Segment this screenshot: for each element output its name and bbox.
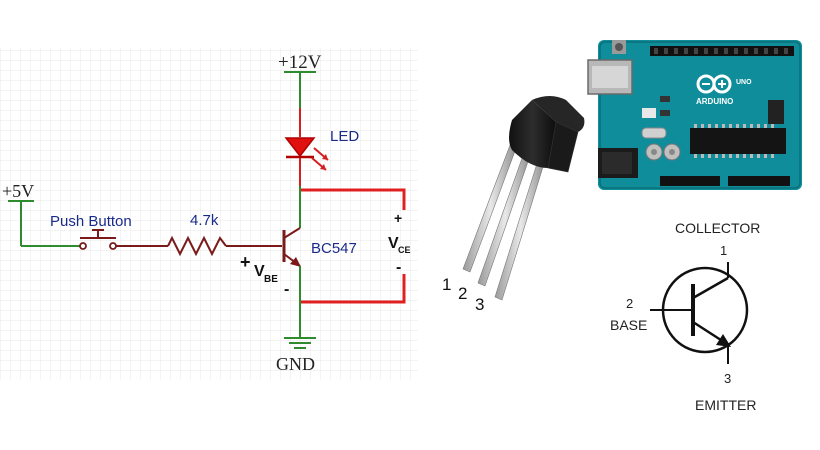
analog-header — [728, 176, 790, 186]
led-label: LED — [330, 128, 359, 145]
transistor-label: BC547 — [311, 240, 357, 257]
vbe-minus: - — [284, 281, 289, 298]
vbe-v: V — [254, 263, 265, 280]
emitter-arrow — [716, 334, 731, 347]
vce-plus: + — [394, 210, 402, 226]
pin-1-label: 1 — [442, 275, 451, 294]
vce-measure-top — [301, 188, 406, 210]
to92-package-image: 1 2 3 — [442, 96, 585, 314]
npn-pinout-symbol: COLLECTOR 1 2 BASE 3 EMITTER — [610, 220, 760, 413]
vce-minus: - — [396, 259, 401, 276]
emitter-pin-number: 3 — [724, 371, 731, 386]
emitter-label: EMITTER — [695, 397, 756, 413]
pin-3-label: 3 — [475, 295, 484, 314]
digital-header — [650, 46, 794, 56]
ground-symbol — [284, 337, 316, 349]
push-button-symbol — [79, 229, 117, 250]
base-pin-number: 2 — [626, 296, 633, 311]
collector-line — [692, 276, 729, 300]
circuit-schematic: +12V LED +5V Push Button — [0, 48, 418, 380]
vce-measure-bottom — [301, 274, 406, 304]
pin-2-label: 2 — [458, 284, 467, 303]
atmega-chip — [690, 128, 786, 154]
vce-sub: CE — [398, 245, 411, 255]
emitter-line — [692, 320, 725, 344]
grid-background — [0, 48, 418, 380]
supply-12v-label: +12V — [278, 52, 322, 73]
arduino-model: UNO — [736, 79, 752, 86]
collector-pin-number: 1 — [720, 243, 727, 258]
collector-label: COLLECTOR — [675, 220, 760, 236]
power-header — [660, 176, 720, 186]
base-label: BASE — [610, 317, 647, 333]
package-flat-face — [547, 121, 579, 173]
vbe-sub: BE — [264, 274, 278, 285]
arduino-uno-image: ARDUINO UNO — [587, 40, 802, 190]
vce-v: V — [388, 235, 399, 252]
vbe-plus: + — [240, 252, 251, 272]
resistor-label: 4.7k — [190, 212, 219, 229]
gnd-label: GND — [276, 354, 315, 374]
supply-5v-label: +5V — [2, 181, 34, 201]
push-button-label: Push Button — [50, 213, 132, 230]
arduino-logo — [696, 74, 732, 94]
package-body-top — [532, 96, 585, 132]
arduino-brand: ARDUINO — [696, 97, 733, 106]
led-symbol — [284, 137, 329, 171]
package-body — [509, 100, 556, 168]
npn-transistor-symbol — [282, 227, 301, 267]
resistor-symbol — [167, 235, 227, 257]
